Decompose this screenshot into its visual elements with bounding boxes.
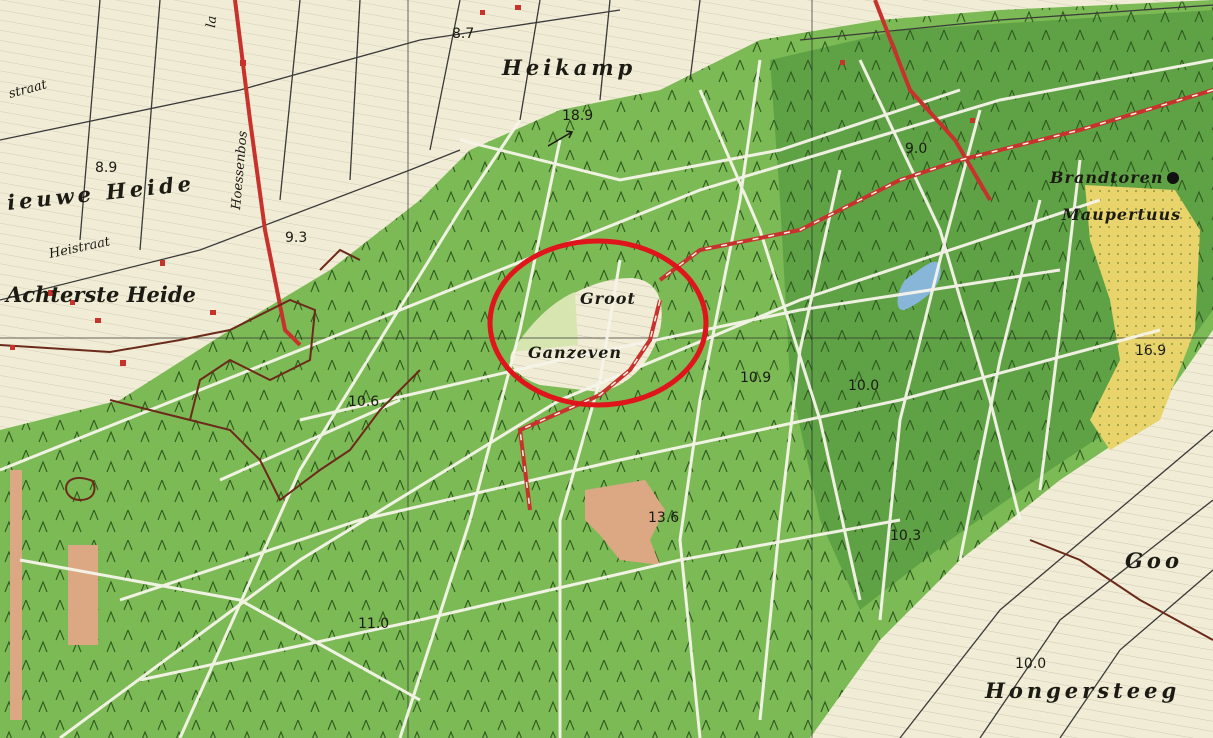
spot-height: 10.6 (348, 394, 379, 410)
label-maupertuus: Maupertuus (1061, 205, 1181, 224)
label-hoessenbos: Hoessenbos (229, 130, 251, 211)
buildings (10, 5, 975, 366)
sand-strip-west-2 (68, 545, 98, 645)
spot-height: 9.3 (285, 230, 307, 246)
heath-dots (1085, 185, 1200, 450)
footpaths (0, 248, 1213, 641)
label-achterste-heide: Achterste Heide (4, 282, 196, 307)
spot-height: 11.0 (358, 616, 389, 632)
label-la: la (204, 15, 220, 28)
groot-ganzeven-meadow (512, 292, 578, 352)
spot-height: 13.6 (648, 510, 679, 526)
label-goor: Goo (1125, 548, 1183, 573)
forest-tracks (0, 58, 1213, 738)
arrow-marker (547, 130, 574, 147)
spot-height: 18.9 (562, 108, 593, 124)
spot-height: 10.3 (890, 528, 921, 544)
spot-height: 10.0 (848, 378, 879, 394)
sand-patch-south (585, 480, 665, 565)
label-brandtoren: Brandtoren (1049, 168, 1163, 187)
sand-strip-west (10, 470, 22, 720)
spot-height: 16.9 (1135, 343, 1166, 359)
spot-height: 10.9 (740, 370, 771, 386)
brandtoren-tower-marker (1167, 172, 1179, 184)
main-roads-dashes (519, 89, 1213, 511)
spot-height: 10.0 (1015, 656, 1046, 672)
label-heikamp: Heikamp (501, 55, 636, 80)
highlight-ellipse (487, 238, 709, 408)
label-groot: Groot (580, 289, 636, 308)
label-hongersteeg: Hongersteeg (984, 678, 1180, 703)
spot-height: 8.9 (95, 160, 117, 176)
pond (897, 261, 941, 311)
spot-heights: 18.9 8.7 8.9 9.3 10.6 10.9 10.0 16.9 13.… (95, 26, 1166, 672)
label-ganzeven: Ganzeven (528, 343, 622, 362)
spot-height: 8.7 (452, 26, 474, 42)
spot-height: 9.0 (905, 141, 927, 157)
